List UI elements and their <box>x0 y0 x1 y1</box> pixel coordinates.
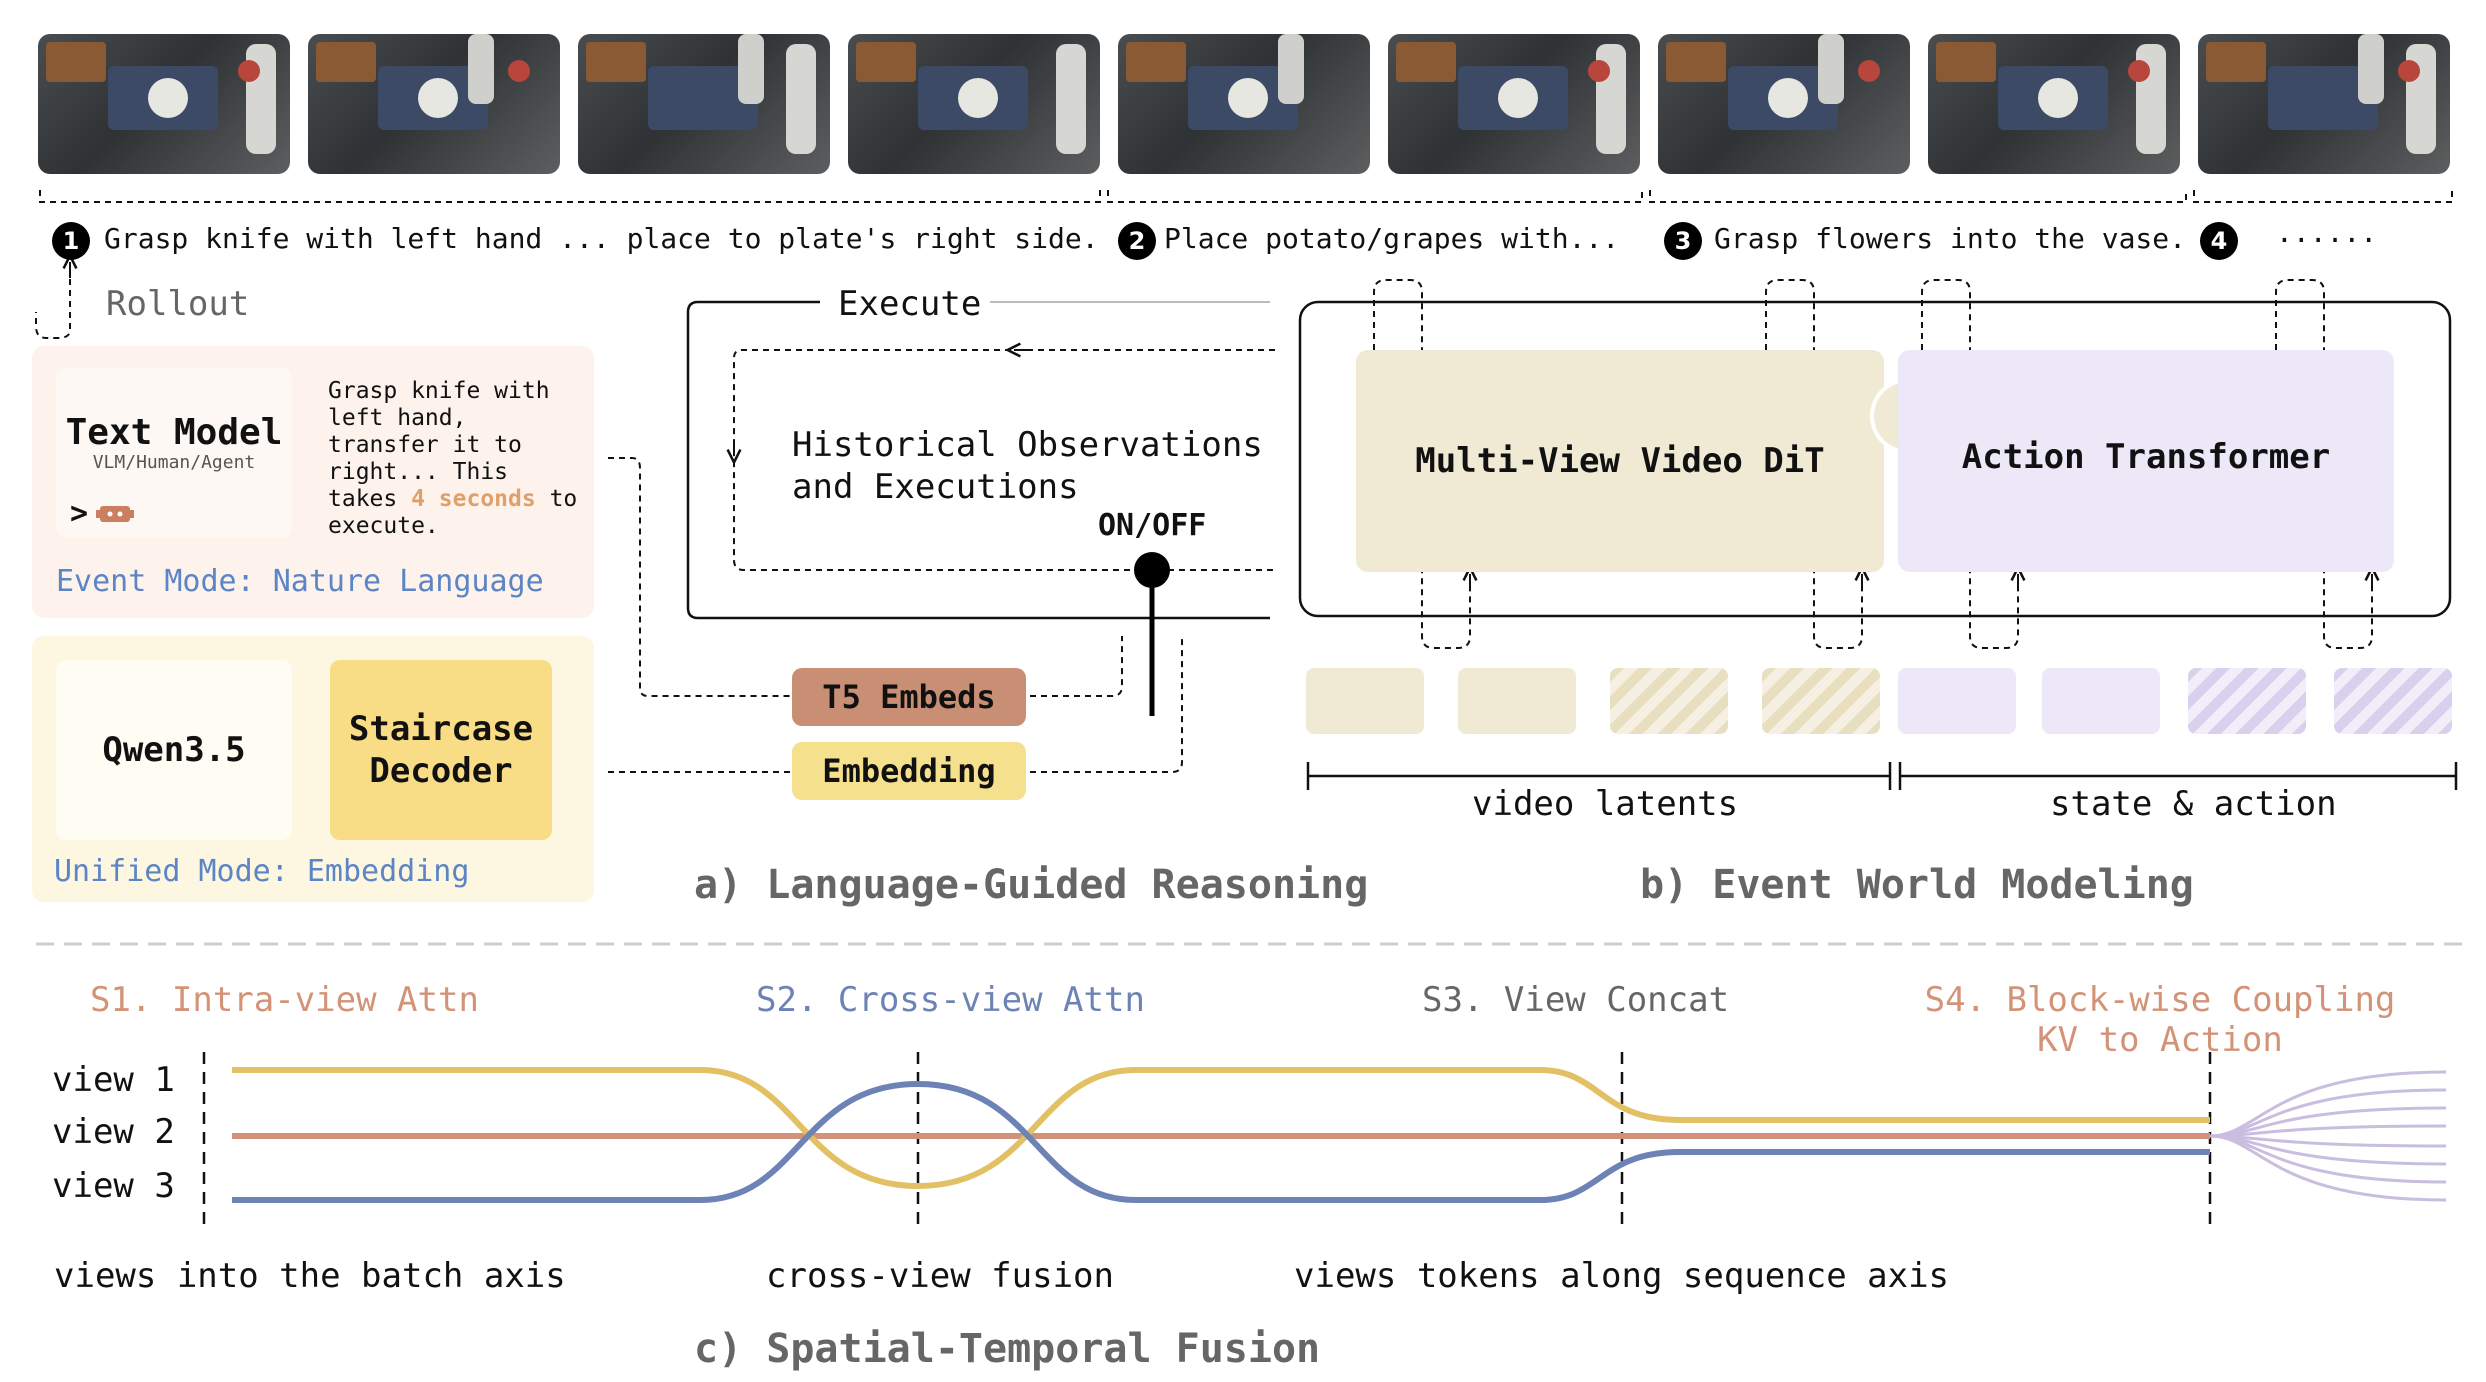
rollout-label: Rollout <box>106 284 250 324</box>
stage-s2-label: S2. Cross-view Attn <box>756 980 1145 1020</box>
step-number-badge: 1 <box>52 222 90 260</box>
history-label: Historical Observations and Executions <box>792 425 1263 507</box>
stage-s1-label: S1. Intra-view Attn <box>90 980 479 1020</box>
step-number-badge: 3 <box>1664 222 1702 260</box>
rollout-frame <box>1388 34 1640 174</box>
qwen-card: Qwen3.5 <box>56 660 292 840</box>
fusion-sequence-label: views tokens along sequence axis <box>1294 1256 1950 1296</box>
view-label-3: view 3 <box>52 1166 175 1206</box>
embedding-chip: Embedding <box>792 742 1026 800</box>
prompt-duration: 4 seconds <box>411 486 536 512</box>
rollout-frame <box>848 34 1100 174</box>
state-action-label: state & action <box>2050 784 2337 824</box>
step-instruction: ...... <box>2276 216 2378 249</box>
stage-s4-line1: S4. Block-wise Coupling <box>1924 980 2396 1020</box>
fusion-cross-label: cross-view fusion <box>766 1256 1114 1296</box>
prompt-text-end: to execute. <box>328 486 578 539</box>
caption-b: b) Event World Modeling <box>1640 862 2194 908</box>
fusion-batch-label: views into the batch axis <box>54 1256 566 1296</box>
robot-icon <box>96 506 134 522</box>
video-latents-label: video latents <box>1472 784 1739 824</box>
rollout-frame <box>1658 34 1910 174</box>
rollout-frame <box>308 34 560 174</box>
video-latent-token <box>1458 668 1576 734</box>
text-model-subtitle: VLM/Human/Agent <box>92 452 256 473</box>
staircase-decoder-card: Staircase Decoder <box>330 660 552 840</box>
video-latent-token-masked <box>1610 668 1728 734</box>
caption-c: c) Spatial-Temporal Fusion <box>694 1326 1321 1372</box>
view-label-2: view 2 <box>52 1112 175 1152</box>
step-number-badge: 2 <box>1118 222 1156 260</box>
view-label-1: view 1 <box>52 1060 175 1100</box>
stage-s4-line2: KV to Action <box>2037 1020 2283 1060</box>
prompt-text: Grasp knife with left hand, transfer it … <box>328 378 550 512</box>
event-mode-label: Event Mode: Nature Language <box>56 564 544 599</box>
text-model-title: Text Model <box>65 412 283 453</box>
stage-s3-label: S3. View Concat <box>1422 980 1730 1020</box>
state-action-token <box>1898 668 2016 734</box>
on-off-switch[interactable]: ON/OFF <box>1098 508 1207 543</box>
rollout-frame <box>2198 34 2450 174</box>
unified-mode-label: Unified Mode: Embedding <box>54 854 470 889</box>
t5-embeds-chip: T5 Embeds <box>792 668 1026 726</box>
video-latent-token-masked <box>1762 668 1880 734</box>
execute-label: Execute <box>838 284 982 324</box>
state-action-token <box>2042 668 2160 734</box>
state-action-token-masked <box>2334 668 2452 734</box>
caption-a: a) Language-Guided Reasoning <box>694 862 1369 908</box>
text-model-prompt: Grasp knife with left hand, transfer it … <box>328 378 584 540</box>
rollout-frame <box>578 34 830 174</box>
state-action-token-masked <box>2188 668 2306 734</box>
multi-view-video-dit: Multi-View Video DiT <box>1356 350 1884 572</box>
text-model-card <box>56 368 292 538</box>
step-number-badge: 4 <box>2200 222 2238 260</box>
step-instruction: Grasp flowers into the vase. <box>1714 222 2187 255</box>
step-instruction: Place potato/grapes with... <box>1164 222 1620 255</box>
video-latent-token <box>1306 668 1424 734</box>
rollout-frame <box>1928 34 2180 174</box>
action-transformer: Action Transformer <box>1898 350 2394 572</box>
rollout-frame <box>1118 34 1370 174</box>
terminal-prompt-icon: > <box>70 496 89 531</box>
rollout-frame <box>38 34 290 174</box>
step-instruction: Grasp knife with left hand ... place to … <box>104 222 1099 255</box>
